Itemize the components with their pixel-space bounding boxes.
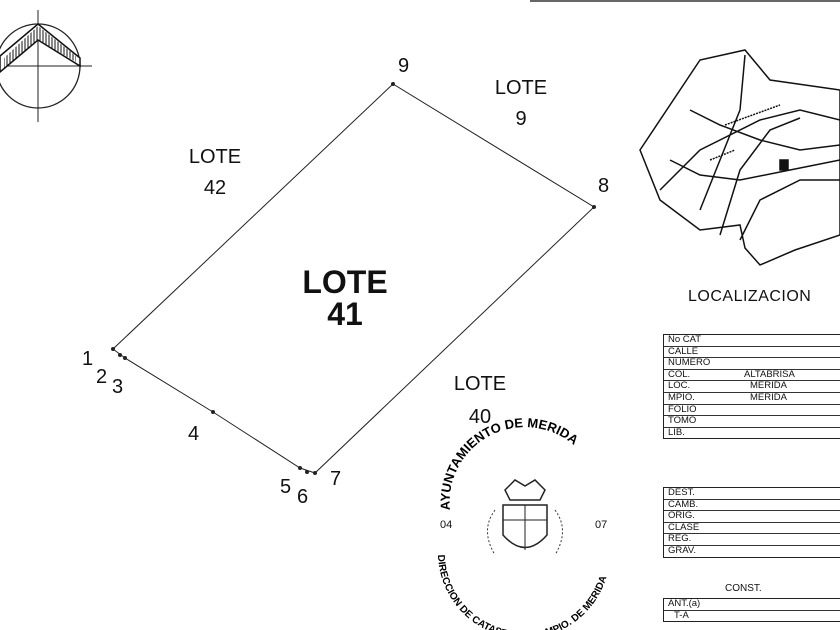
const-label: CONST. xyxy=(725,583,762,594)
location-map xyxy=(639,49,840,266)
row-col: COL.ALTABRISA xyxy=(664,369,840,382)
row-calle: CALLE xyxy=(664,346,840,359)
cadastral-table-2: DEST. CAMB. ORIG. CLASE REG. GRAV. xyxy=(663,487,840,558)
vertex-markers xyxy=(111,82,596,475)
row-folio: FOLIO xyxy=(664,404,840,417)
vertex-label-8: 8 xyxy=(598,175,610,197)
seal-right-number: 07 xyxy=(595,519,608,531)
row-ant: ANT.(a) xyxy=(664,598,840,611)
vertex-label-1: 1 xyxy=(82,348,94,370)
row-dest: DEST. xyxy=(664,487,840,500)
row-lib: LIB. xyxy=(668,426,685,438)
svg-text:AYUNTAMIENTO DE MERIDA: AYUNTAMIENTO DE MERIDA xyxy=(437,415,581,511)
cadastral-table-3: ANT.(a) T-A xyxy=(663,598,840,623)
row-no-cat: No CAT xyxy=(664,334,840,347)
row-tomo: TOMO xyxy=(664,415,840,428)
cadastral-table-1: No CAT CALLE NUMERO COL.ALTABRISA LOC.ME… xyxy=(663,334,840,440)
north-arrow-icon xyxy=(0,10,92,122)
vertex-label-3: 3 xyxy=(112,376,124,398)
row-clase: CLASE xyxy=(664,522,840,535)
row-loc: LOC.MERIDA xyxy=(664,381,840,393)
row-numero: NUMERO xyxy=(664,357,840,370)
vertex-label-7: 7 xyxy=(330,468,342,490)
row-mpio: MPIO.MERIDA xyxy=(664,392,840,405)
vertex-label-5: 5 xyxy=(280,476,292,498)
catastro-seal: AYUNTAMIENTO DE MERIDA DIRECCION DE CATA… xyxy=(435,415,609,630)
vertex-label-6: 6 xyxy=(297,486,309,508)
vertex-label-4: 4 xyxy=(188,423,200,445)
svg-text:DIRECCION DE CATASTRO DEL MPIO: DIRECCION DE CATASTRO DEL MPIO. DE MERID… xyxy=(435,554,609,630)
vertex-label-2: 2 xyxy=(96,366,108,388)
row-camb: CAMB. xyxy=(664,499,840,512)
location-title: LOCALIZACION xyxy=(688,288,812,305)
row-t-a: T-A xyxy=(674,609,689,621)
row-reg: REG. xyxy=(664,534,840,546)
seal-left-number: 04 xyxy=(440,519,453,531)
row-grav: GRAV. xyxy=(668,544,696,556)
row-orig: ORIG. xyxy=(664,510,840,523)
vertex-label-9: 9 xyxy=(398,55,410,77)
